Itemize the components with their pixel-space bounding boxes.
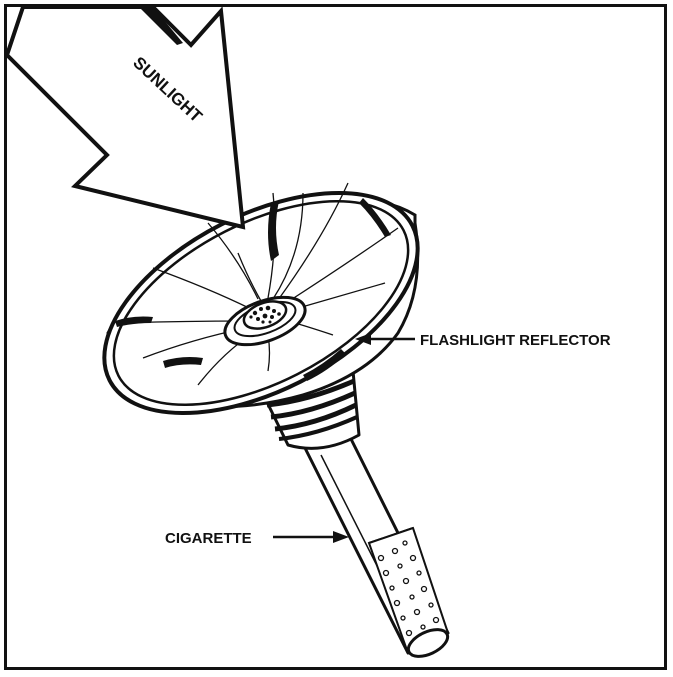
diagram-canvas: SUNLIGHT FLASHLIGHT REFLECTOR CIGARETTE: [7, 7, 667, 670]
cigarette-callout: CIGARETTE: [165, 530, 349, 547]
cigarette: [305, 433, 452, 662]
sunlight-arrow: SUNLIGHT: [7, 7, 243, 227]
reflector-label: FLASHLIGHT REFLECTOR: [420, 332, 611, 349]
illustration-frame: SUNLIGHT FLASHLIGHT REFLECTOR CIGARETTE: [4, 4, 667, 670]
cigarette-label: CIGARETTE: [165, 530, 252, 547]
